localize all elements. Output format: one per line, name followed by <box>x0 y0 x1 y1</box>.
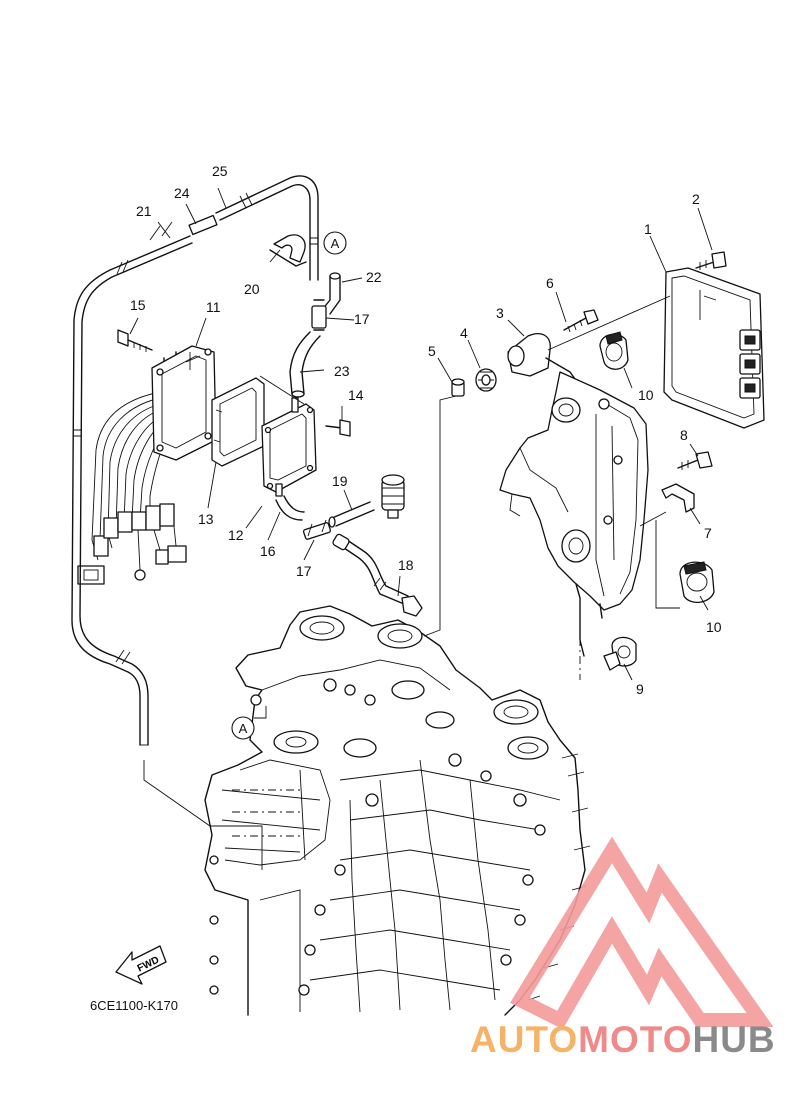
hoses-top <box>188 175 319 281</box>
cover-11 <box>151 345 217 461</box>
marker-a-lower-group <box>254 706 267 719</box>
bracket-plate <box>499 371 649 680</box>
callout-7: 7 <box>704 525 712 541</box>
callout-13: 13 <box>198 511 214 527</box>
callout-20: 20 <box>244 281 260 297</box>
callout-16: 16 <box>260 543 276 559</box>
callout-3: 3 <box>496 305 504 321</box>
screw-14 <box>325 419 351 437</box>
hose-23 <box>289 331 321 398</box>
section-marker-lower-label: A <box>239 721 248 736</box>
hose-16 <box>275 495 305 521</box>
logo-word: AUTOMOTOHUB <box>470 1019 776 1060</box>
section-marker-upper: A <box>323 231 347 255</box>
callout-15: 15 <box>130 297 146 313</box>
logo-mark <box>510 836 774 1030</box>
logo-part-moto: MOTO <box>578 1019 692 1060</box>
grommet-4 <box>475 368 497 392</box>
callout-21: 21 <box>136 203 152 219</box>
callout-8: 8 <box>680 427 688 443</box>
logo-part-hub: HUB <box>692 1019 775 1060</box>
bracket-7 <box>639 483 695 527</box>
leader-lines <box>129 187 713 681</box>
callout-19: 19 <box>332 473 348 489</box>
bolt-8 <box>677 451 713 470</box>
callout-4: 4 <box>460 325 468 341</box>
watermark-wordmark: AUTOMOTOHUB <box>470 1019 776 1060</box>
engine-block <box>204 605 591 1016</box>
callout-6: 6 <box>546 275 554 291</box>
callout-11: 11 <box>206 299 221 315</box>
logo-part-auto: AUTO <box>470 1019 578 1060</box>
callout-23: 23 <box>334 363 350 379</box>
callout-17-lower: 17 <box>296 563 312 579</box>
filter-19 <box>381 474 405 519</box>
bolt-6 <box>563 309 599 333</box>
clamp-20 <box>269 234 307 267</box>
clip-9 <box>603 636 637 671</box>
callout-17-upper: 17 <box>354 311 370 327</box>
hose-21 <box>71 221 263 870</box>
callout-labels: 1 2 3 4 5 6 7 8 9 10 10 11 12 13 14 15 1… <box>130 163 722 697</box>
callout-25: 25 <box>212 163 228 179</box>
watermark-logo <box>510 836 774 1030</box>
callout-2: 2 <box>692 191 700 207</box>
callout-1: 1 <box>644 221 652 237</box>
joint-17-upper <box>311 299 327 331</box>
hose-19 <box>328 501 375 528</box>
callout-9: 9 <box>636 681 644 697</box>
callout-12: 12 <box>228 527 244 543</box>
callout-10-upper: 10 <box>638 387 654 403</box>
hose-18 <box>332 533 423 617</box>
drawing-code: 6CE1100-K170 <box>90 998 178 1013</box>
clamp-10-lower <box>655 520 715 609</box>
callout-24: 24 <box>174 185 190 201</box>
section-marker-lower: A <box>231 716 255 740</box>
plate-12 <box>261 397 317 497</box>
callout-18: 18 <box>398 557 414 573</box>
clamp-10-upper <box>599 331 629 370</box>
hose-22 <box>321 272 341 315</box>
screw-15 <box>117 329 153 352</box>
callout-5: 5 <box>428 343 436 359</box>
screw-2 <box>695 251 727 270</box>
ecu-1 <box>663 267 765 429</box>
callout-10-lower: 10 <box>706 619 722 635</box>
section-marker-upper-label: A <box>331 236 340 251</box>
callout-22: 22 <box>366 269 382 285</box>
wiring-harness <box>77 351 187 585</box>
gasket-13 <box>211 377 265 467</box>
joint-17-lower <box>302 519 332 540</box>
fwd-arrow: FWD <box>115 945 167 985</box>
collar-5 <box>451 378 465 397</box>
bracket-3 <box>507 333 581 405</box>
callout-14: 14 <box>348 387 364 403</box>
